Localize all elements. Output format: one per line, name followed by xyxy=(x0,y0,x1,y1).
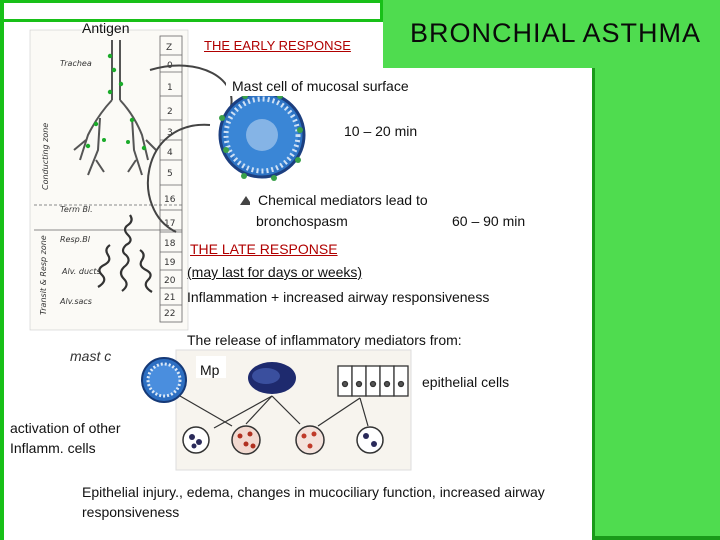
antigen-arrow xyxy=(149,64,233,111)
late-response-heading: THE LATE RESPONSE xyxy=(190,241,338,257)
mast-cell-label: Mast cell of mucosal surface xyxy=(232,78,409,94)
bronchospasm-time-label: 60 – 90 min xyxy=(452,213,526,229)
left-border-stripe xyxy=(0,22,4,540)
slide-title: BRONCHIAL ASTHMA xyxy=(410,18,702,48)
chemical-mediators-label: Chemical mediators lead to xyxy=(258,192,428,208)
conducting-zone-label: Conducting zone xyxy=(41,123,50,190)
bronchospasm-label: bronchospasm xyxy=(256,213,348,229)
gen-label: Z xyxy=(166,43,172,53)
gen-label: 1 xyxy=(167,83,173,93)
gen-label: 2 xyxy=(167,107,173,117)
return-arrow xyxy=(146,123,211,233)
antigen-label: Antigen xyxy=(82,20,130,36)
top-banner-bar xyxy=(0,0,383,22)
early-response-heading: THE EARLY RESPONSE xyxy=(204,38,351,53)
sketch-paper xyxy=(29,29,189,331)
right-panel-base xyxy=(592,536,720,540)
alv-ducts-label: Alv. ducts xyxy=(61,267,101,276)
small-mast-cell xyxy=(141,357,187,403)
gen-label: 16 xyxy=(164,195,176,205)
title-panel xyxy=(383,0,720,68)
gen-label: 3 xyxy=(167,128,173,138)
generation-column xyxy=(34,35,183,323)
transit-zone-label: Transit & Resp zone xyxy=(39,235,48,315)
gen-label: 17 xyxy=(164,219,175,229)
gen-label: 21 xyxy=(164,293,175,303)
term-bl-label: Term Bl. xyxy=(60,205,93,214)
antigen-particles xyxy=(85,53,147,151)
late-duration-label: (may last for days or weeks) xyxy=(187,264,363,280)
mediator-release-label: The release of inflammatory mediators fr… xyxy=(187,332,462,348)
gen-label: 4 xyxy=(167,148,173,158)
gen-label: 18 xyxy=(164,239,176,249)
alveolar-branches xyxy=(97,214,153,293)
mast-cell-illustration xyxy=(218,91,306,181)
right-side-panel xyxy=(592,68,720,540)
mediator-arrows xyxy=(179,395,369,429)
trachea-label: Trachea xyxy=(60,59,92,68)
activation-label: activation of other Inflamm. cells xyxy=(10,420,121,456)
inflammatory-cells xyxy=(182,425,384,455)
epithelial-cells-drawing xyxy=(337,365,409,397)
early-time-label: 10 – 20 min xyxy=(344,123,418,139)
resp-bl-label: Resp.Bl xyxy=(60,235,91,244)
alv-sacs-label: Alv.sacs xyxy=(59,297,92,306)
airway-diagram: Z 0 1 2 3 4 5 16 17 18 19 20 21 22 Trach… xyxy=(29,29,412,471)
epithelial-injury-label: Epithelial injury., edema, changes in mu… xyxy=(82,484,545,520)
arrowhead xyxy=(240,196,252,205)
gen-label: 5 xyxy=(167,169,173,179)
late-inflammation-label: Inflammation + increased airway responsi… xyxy=(187,289,490,305)
gen-label: 22 xyxy=(164,309,175,319)
epithelial-cells-label: epithelial cells xyxy=(422,374,510,390)
gen-label: 20 xyxy=(164,276,176,286)
gen-label: 19 xyxy=(164,258,176,268)
mast-c-label: mast c xyxy=(70,348,112,364)
macrophage-label: Mp xyxy=(200,362,220,378)
